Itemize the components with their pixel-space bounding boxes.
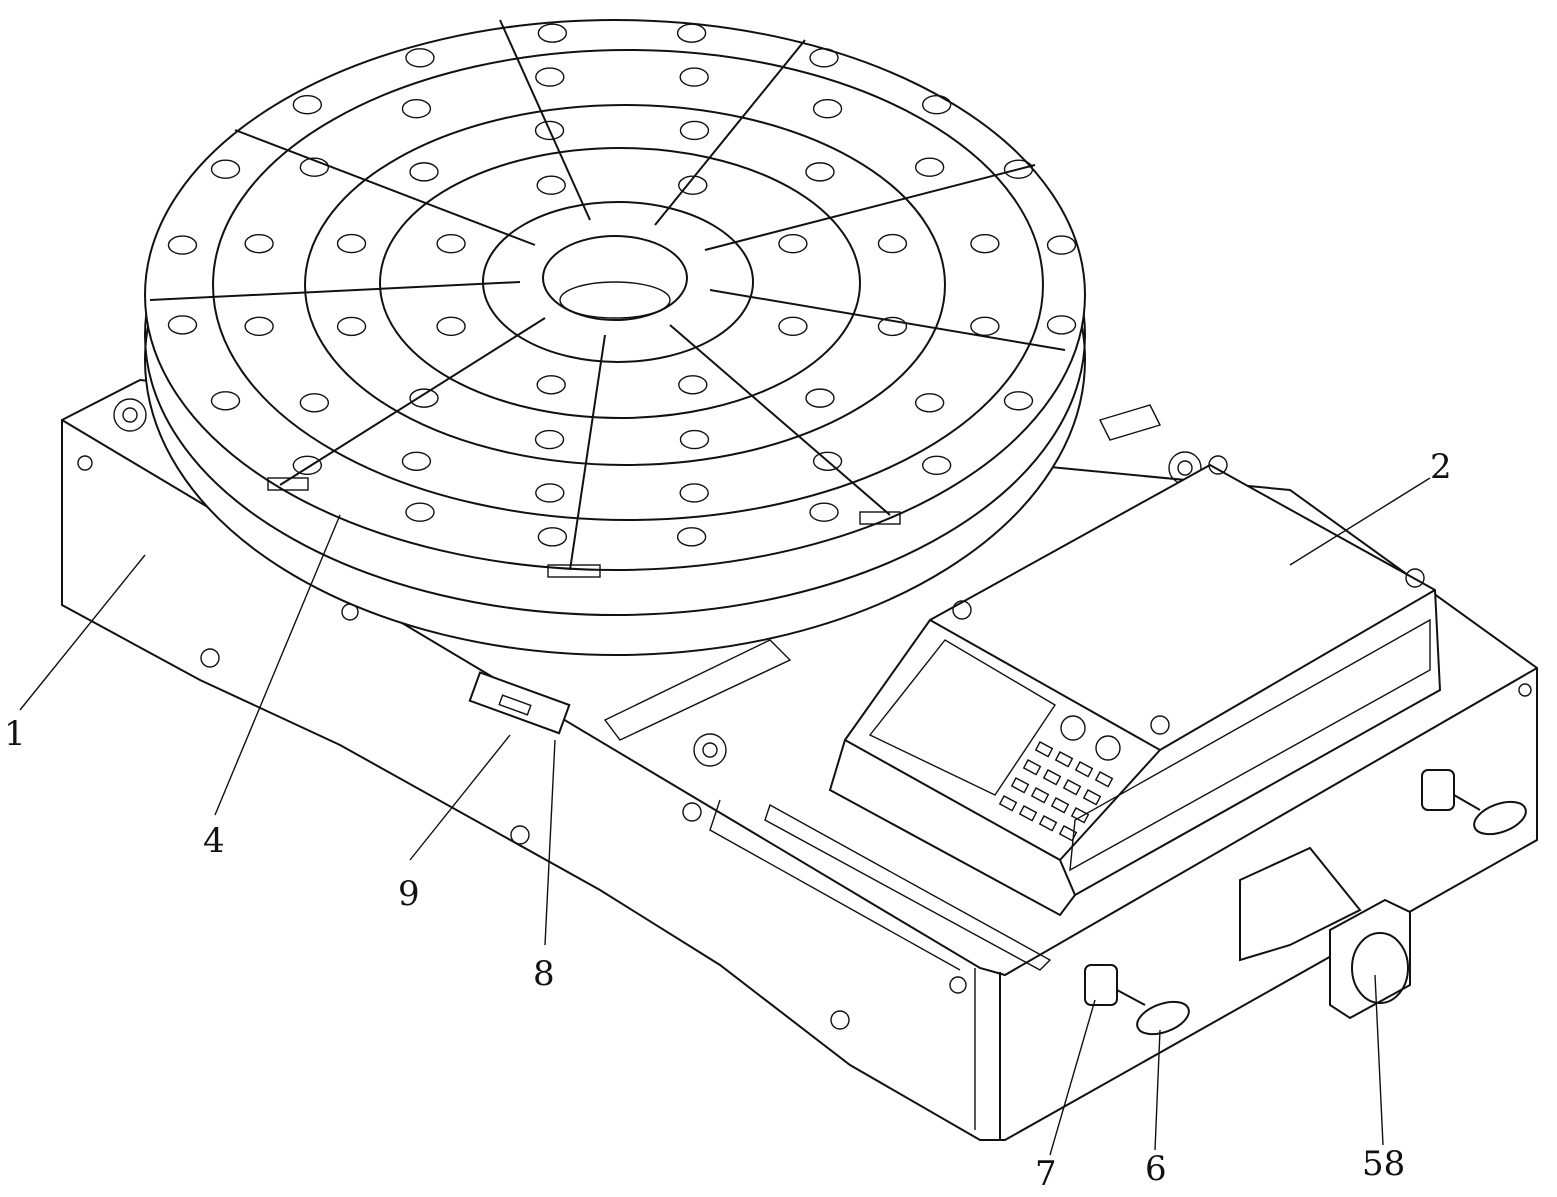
label-6: 6 bbox=[1145, 1149, 1167, 1189]
label-7: 7 bbox=[1035, 1154, 1057, 1194]
label-1: 1 bbox=[4, 714, 26, 754]
label-8: 8 bbox=[533, 954, 555, 994]
label-2: 2 bbox=[1430, 447, 1452, 487]
label-9: 9 bbox=[398, 874, 420, 914]
label-58: 58 bbox=[1362, 1144, 1405, 1184]
label-4: 4 bbox=[203, 821, 225, 861]
turntable bbox=[145, 20, 1085, 655]
